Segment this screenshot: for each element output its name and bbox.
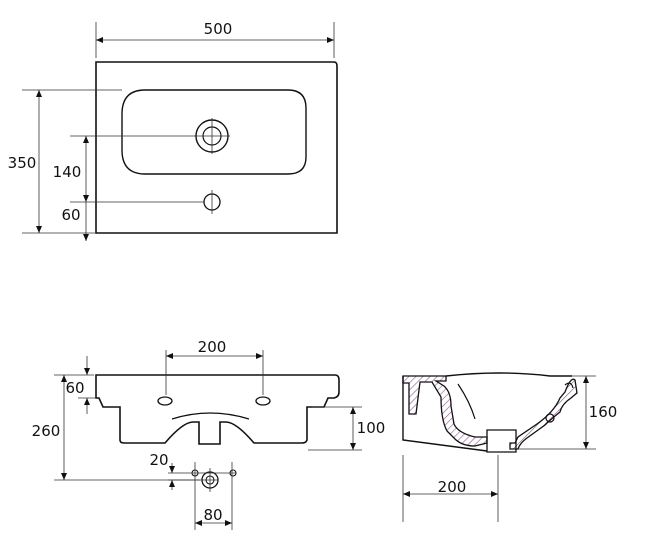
bowl-inner-front — [171, 412, 250, 420]
overflow-slot-side — [564, 382, 574, 389]
dim-side-waste-distance: 200 — [438, 478, 467, 496]
side-section: 200 160 — [402, 372, 618, 522]
dim-top-width: 500 — [204, 20, 233, 38]
overflow-hole-side — [545, 413, 555, 423]
dim-front-height: 260 — [32, 422, 61, 440]
dim-front-bowl: 100 — [357, 419, 386, 437]
section-hatch-body — [402, 375, 488, 447]
front-view: 200 260 60 100 20 80 — [32, 338, 386, 530]
basin-bowl-top — [121, 89, 307, 175]
section-hatch-front — [509, 378, 578, 450]
basin-outline-front — [95, 374, 340, 445]
mount-hole-left — [157, 396, 173, 406]
dim-front-waste-offset: 20 — [149, 451, 168, 469]
dim-top-tap-offset: 140 — [53, 163, 82, 181]
mount-hole-right — [255, 396, 271, 406]
dim-front-rim: 60 — [65, 379, 84, 397]
dim-top-overflow-offset: 60 — [61, 206, 80, 224]
dim-side-depth: 160 — [589, 403, 618, 421]
dim-front-waste-width: 80 — [203, 506, 222, 524]
basin-outline-top — [95, 61, 338, 234]
top-view: 500 350 140 60 — [8, 20, 338, 241]
dim-top-depth: 350 — [8, 154, 37, 172]
dim-front-mount-spacing: 200 — [198, 338, 227, 356]
waste-socket-section — [486, 429, 517, 453]
